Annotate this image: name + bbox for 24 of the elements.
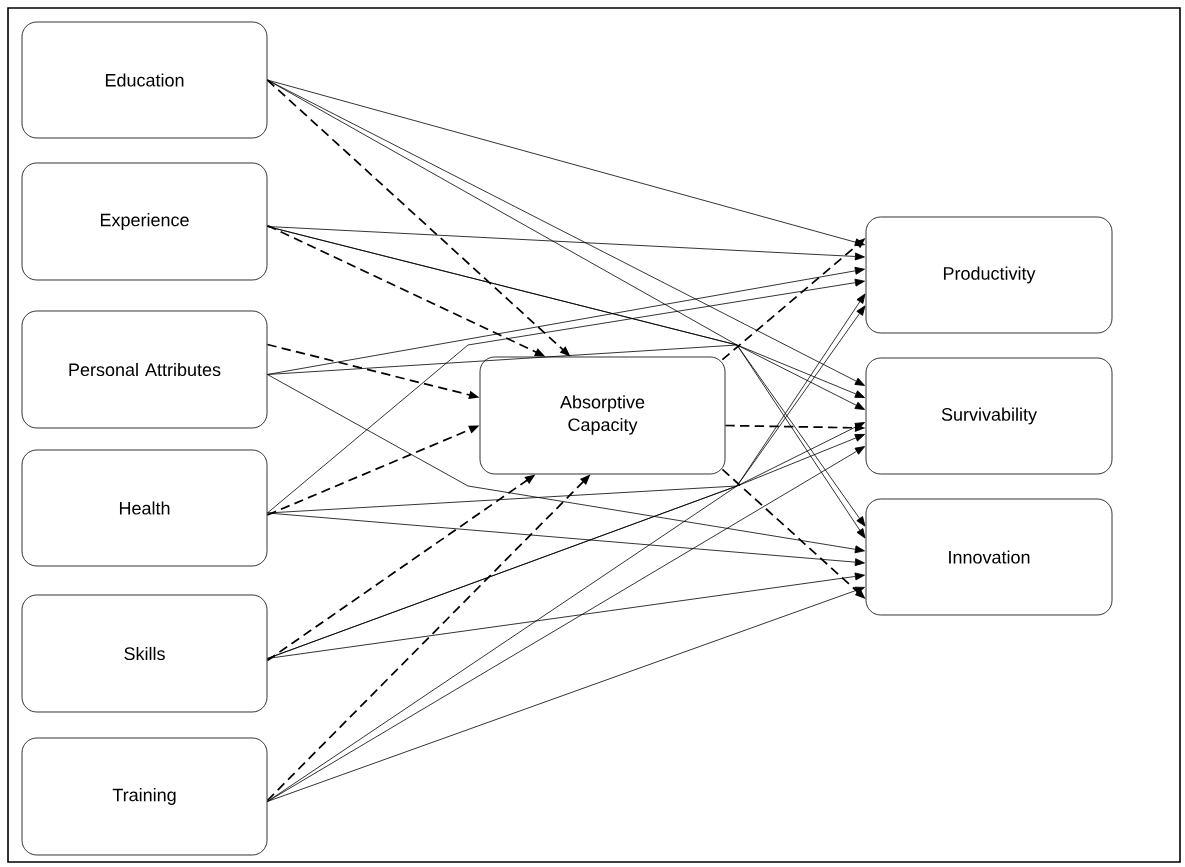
arrow: [267, 446, 866, 802]
arrow: [267, 278, 865, 514]
factor-box: Health: [21, 449, 268, 567]
factor-box: Personal Attributes: [21, 310, 268, 429]
arrow: [267, 266, 865, 375]
factor-box: Productivity: [865, 216, 1113, 334]
arrow: [267, 434, 865, 659]
factor-box: Experience: [21, 162, 268, 281]
arrow: [267, 422, 865, 514]
arrow: [267, 512, 865, 567]
arrow: [267, 374, 865, 554]
arrow: [267, 79, 866, 527]
hub-box: Absorptive Capacity: [479, 356, 726, 475]
arrow: [267, 79, 865, 247]
factor-box: Training: [21, 737, 268, 856]
arrow: [267, 344, 865, 410]
factor-box: Innovation: [865, 498, 1113, 616]
arrow: [267, 226, 866, 539]
arrow: [267, 572, 865, 659]
arrow: [267, 586, 865, 802]
factor-box: Skills: [21, 594, 268, 713]
factor-box: Education: [21, 21, 268, 139]
factor-box: Survivability: [865, 357, 1113, 475]
arrow: [267, 226, 865, 261]
